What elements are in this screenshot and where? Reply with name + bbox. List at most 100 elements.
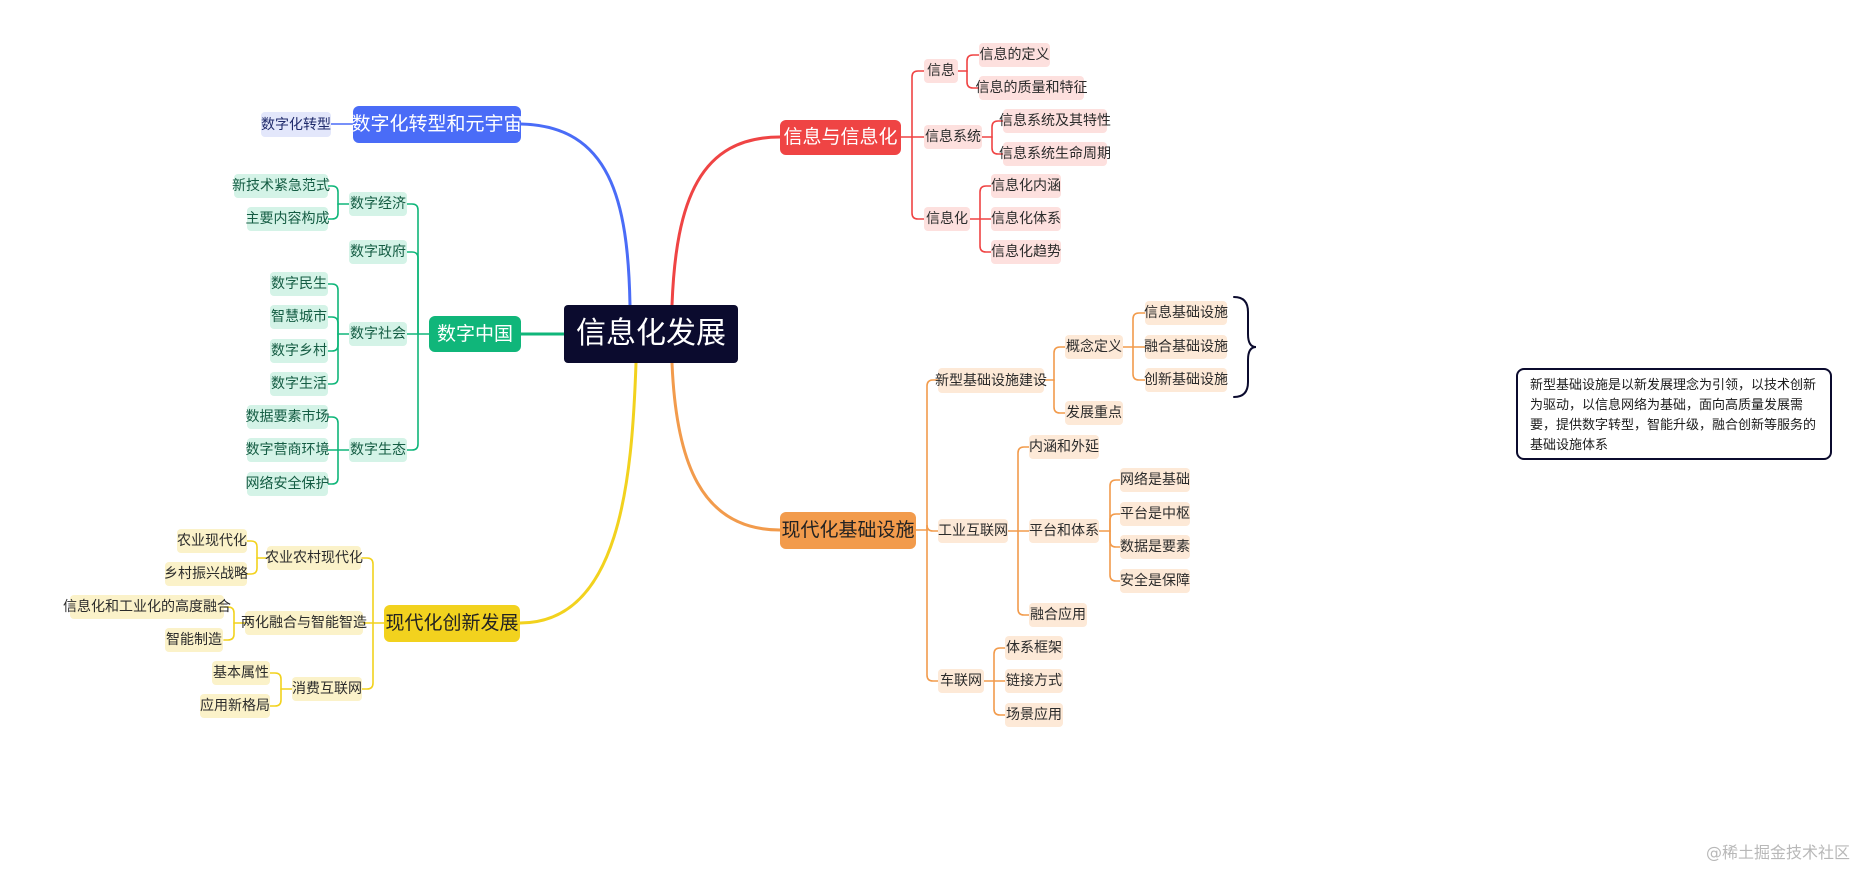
link-red-groups <box>911 136 925 220</box>
node-connotation-extension[interactable]: 内涵和外延 <box>1029 435 1099 459</box>
link-green-economy <box>327 185 339 205</box>
link-red-system <box>991 136 1004 155</box>
node-fusion-infrastructure[interactable]: 融合基础设施 <box>1144 335 1228 359</box>
node-digital-transformation[interactable]: 数字化转型 <box>261 112 331 137</box>
link-orange-platform <box>1109 530 1121 582</box>
node-main-content[interactable]: 主要内容构成 <box>246 207 330 231</box>
node-smart-city[interactable]: 智慧城市 <box>270 305 328 329</box>
node-digital-livelihood[interactable]: 数字民生 <box>270 272 328 296</box>
node-business-environment[interactable]: 数字营商环境 <box>246 438 330 462</box>
node-fusion-application[interactable]: 融合应用 <box>1029 603 1087 627</box>
node-deep-integration[interactable]: 信息化和工业化的高度融合 <box>63 595 231 619</box>
link-green-groups <box>406 251 419 335</box>
node-digital-ecology[interactable]: 数字生态 <box>349 438 407 462</box>
link-green-society <box>327 283 339 335</box>
node-consumer-internet[interactable]: 消费互联网 <box>292 677 362 701</box>
node-system-framework[interactable]: 体系框架 <box>1005 636 1063 660</box>
link-orange-groups <box>926 529 939 682</box>
link-green-society <box>327 333 339 385</box>
node-informatization-trend[interactable]: 信息化趋势 <box>991 240 1061 264</box>
link-orange-concept <box>1132 346 1146 381</box>
node-rural-revitalization[interactable]: 乡村振兴战略 <box>164 562 248 586</box>
node-agri-modernization[interactable]: 农业农村现代化 <box>265 546 363 570</box>
branch-modern-innovation[interactable]: 现代化创新发展 <box>384 605 520 642</box>
node-new-pattern[interactable]: 应用新格局 <box>200 694 270 718</box>
node-platform-hub[interactable]: 平台是中枢 <box>1120 502 1190 526</box>
link-root-orange <box>670 361 782 532</box>
branch-modern-infrastructure[interactable]: 现代化基础设施 <box>780 512 916 549</box>
node-agriculture-modernization[interactable]: 农业现代化 <box>177 529 247 553</box>
node-new-tech-paradigm[interactable]: 新技术紧急范式 <box>232 174 330 198</box>
link-orange-industrial <box>1017 530 1030 616</box>
node-informatization-system[interactable]: 信息化体系 <box>991 207 1061 231</box>
root-node[interactable]: 信息化发展 <box>564 305 738 363</box>
node-info-system-lifecycle[interactable]: 信息系统生命周期 <box>999 142 1111 166</box>
node-digital-society[interactable]: 数字社会 <box>349 322 407 346</box>
node-info-system-traits[interactable]: 信息系统及其特性 <box>999 109 1111 133</box>
link-green-ecology <box>327 416 339 451</box>
link-orange-platform <box>1109 513 1121 532</box>
link-green-groups <box>406 333 419 451</box>
link-yellow-groups <box>361 557 374 624</box>
node-innovation-infrastructure[interactable]: 创新基础设施 <box>1144 368 1228 392</box>
node-new-infrastructure[interactable]: 新型基础设施建设 <box>935 368 1047 393</box>
link-red-informatization <box>979 218 992 253</box>
node-development-focus[interactable]: 发展重点 <box>1065 401 1123 425</box>
link-orange-groups <box>926 379 939 531</box>
branch-digital-transformation[interactable]: 数字化转型和元宇宙 <box>352 106 523 143</box>
node-security-guarantee[interactable]: 安全是保障 <box>1120 569 1190 593</box>
node-info-infrastructure[interactable]: 信息基础设施 <box>1144 301 1228 325</box>
link-yellow-agri <box>246 540 258 559</box>
node-network-security[interactable]: 网络安全保护 <box>246 472 330 496</box>
node-link-method[interactable]: 链接方式 <box>1005 669 1063 693</box>
link-orange-concept <box>1132 312 1146 348</box>
node-informatization[interactable]: 信息化 <box>924 207 970 231</box>
link-orange-newinfra <box>1053 379 1066 414</box>
link-orange-vehicle <box>993 680 1006 716</box>
link-red-info <box>966 54 980 72</box>
node-info[interactable]: 信息 <box>924 59 958 83</box>
link-orange-vehicle <box>993 647 1006 682</box>
link-green-ecology <box>327 449 339 485</box>
node-scenario-application[interactable]: 场景应用 <box>1005 703 1063 727</box>
branch-info-informatization[interactable]: 信息与信息化 <box>780 120 901 155</box>
link-orange-platform <box>1109 479 1121 532</box>
node-info-system[interactable]: 信息系统 <box>924 125 982 149</box>
link-yellow-groups <box>361 622 374 690</box>
node-data-element[interactable]: 数据是要素 <box>1120 535 1190 559</box>
link-root-red <box>670 135 782 307</box>
node-digital-village[interactable]: 数字乡村 <box>270 339 328 363</box>
link-green-economy <box>327 203 339 220</box>
node-smart-manufacturing[interactable]: 智能制造 <box>165 628 223 652</box>
node-vehicle-network[interactable]: 车联网 <box>938 669 984 693</box>
node-digital-life[interactable]: 数字生活 <box>270 372 328 396</box>
link-yellow-consumer <box>269 688 282 707</box>
node-digital-government[interactable]: 数字政府 <box>349 240 407 264</box>
link-orange-platform <box>1109 530 1121 548</box>
node-two-integration[interactable]: 两化融合与智能智造 <box>241 611 367 635</box>
node-basic-attributes[interactable]: 基本属性 <box>212 661 270 685</box>
link-red-groups <box>911 70 925 138</box>
link-yellow-integration <box>223 606 235 624</box>
link-orange-groups <box>926 524 939 532</box>
node-network-foundation[interactable]: 网络是基础 <box>1120 468 1190 492</box>
node-concept-definition[interactable]: 概念定义 <box>1065 335 1123 359</box>
link-green-society <box>327 316 339 335</box>
node-platform-system[interactable]: 平台和体系 <box>1029 519 1099 543</box>
link-red-informatization <box>979 185 992 220</box>
branch-digital-china[interactable]: 数字中国 <box>429 316 521 352</box>
link-green-society <box>327 333 339 352</box>
node-info-quality[interactable]: 信息的质量和特征 <box>976 76 1088 100</box>
node-digital-economy[interactable]: 数字经济 <box>349 192 407 216</box>
node-info-definition[interactable]: 信息的定义 <box>979 43 1050 67</box>
link-yellow-consumer <box>269 672 282 690</box>
link-red-system <box>991 120 1004 138</box>
node-data-market[interactable]: 数据要素市场 <box>246 405 330 429</box>
node-informatization-connotation[interactable]: 信息化内涵 <box>991 174 1061 198</box>
note-new-infrastructure-definition[interactable]: 新型基础设施是以新发展理念为引领，以技术创新为驱动，以信息网络为基础，面向高质量… <box>1516 368 1832 460</box>
link-yellow-integration <box>223 622 235 641</box>
link-red-info <box>966 70 980 89</box>
link-yellow-agri <box>246 557 258 575</box>
node-industrial-internet[interactable]: 工业互联网 <box>938 519 1008 543</box>
